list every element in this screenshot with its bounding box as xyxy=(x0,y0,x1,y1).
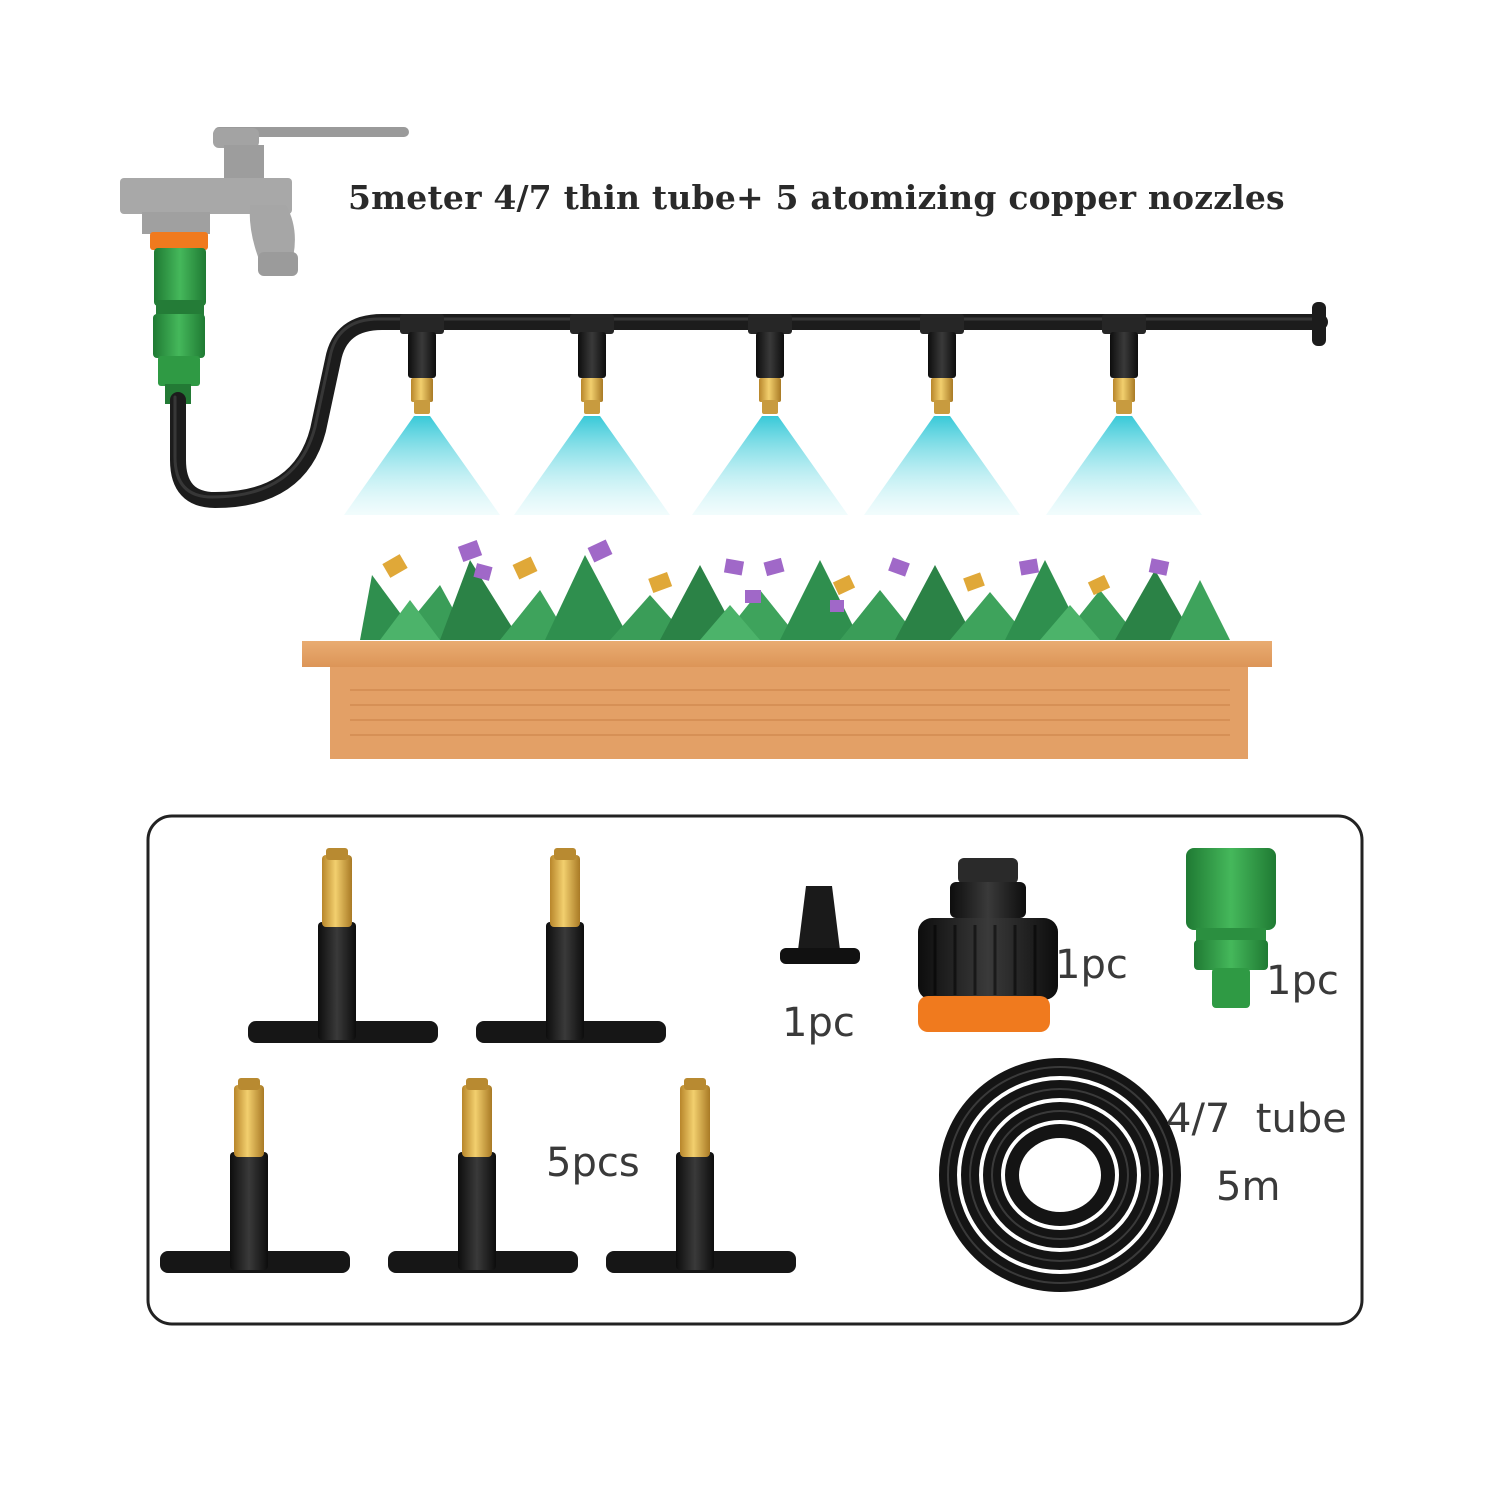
plants xyxy=(360,555,1230,640)
nozzle-2 xyxy=(514,314,670,515)
tube-line xyxy=(170,302,1328,509)
flowers xyxy=(382,539,1170,612)
tube-length: 5m xyxy=(1216,1164,1281,1210)
end-plug-quantity: 1pc xyxy=(782,1000,855,1046)
tee-nozzle-part-5 xyxy=(606,1078,796,1273)
parts-panel xyxy=(146,814,1364,1326)
tap-adapter-part xyxy=(918,858,1058,1032)
nozzle-4 xyxy=(864,314,1020,515)
tap-adapter-quantity: 1pc xyxy=(1055,942,1128,988)
tee-nozzle-part-4 xyxy=(388,1078,578,1273)
tube-label: 4/7 tube xyxy=(1166,1096,1347,1142)
quick-connector-quantity: 1pc xyxy=(1266,958,1339,1004)
tee-nozzle-parts xyxy=(160,848,796,1273)
quick-connector-installed xyxy=(150,232,208,404)
nozzles-quantity: 5pcs xyxy=(546,1140,640,1186)
nozzle-3 xyxy=(692,314,848,515)
nozzle-assemblies xyxy=(344,314,1202,515)
end-plug-part xyxy=(780,886,860,964)
nozzle-1 xyxy=(344,314,500,515)
end-plug-installed xyxy=(1312,302,1326,346)
coiled-tube-part xyxy=(939,1058,1181,1292)
tee-nozzle-part-2 xyxy=(476,848,666,1043)
nozzle-5 xyxy=(1046,314,1202,515)
quick-connector-part xyxy=(1186,848,1276,1008)
tee-nozzle-part-3 xyxy=(160,1078,350,1273)
headline: 5meter 4/7 thin tube+ 5 atomizing copper… xyxy=(348,178,1285,217)
planter-box xyxy=(302,641,1272,759)
faucet xyxy=(120,127,409,276)
tee-nozzle-part-1 xyxy=(248,848,438,1043)
